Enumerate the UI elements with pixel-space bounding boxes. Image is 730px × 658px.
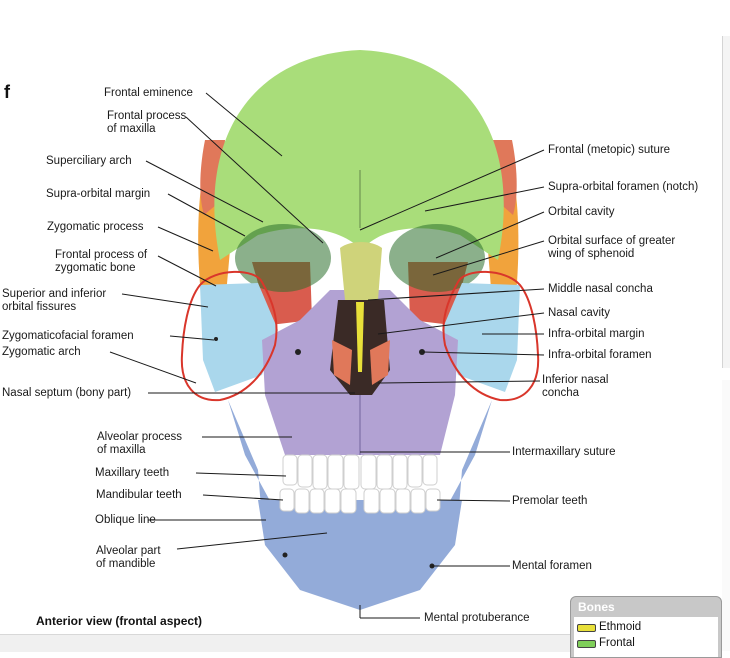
orbit-left bbox=[235, 224, 331, 292]
label-superciliary-arch: Superciliary arch bbox=[46, 155, 132, 167]
label-zygomatic-arch: Zygomatic arch bbox=[2, 346, 81, 358]
label-supra-orbital-margin: Supra-orbital margin bbox=[46, 188, 151, 200]
zygomaticofacial-foramen-dot bbox=[214, 337, 218, 341]
legend-item-frontal: Frontal bbox=[577, 637, 635, 649]
mandibular-teeth bbox=[279, 488, 441, 514]
frontal-bone bbox=[214, 50, 504, 260]
label-frontal-process-zygomatic: Frontal process of zygomatic bone bbox=[55, 249, 148, 274]
inferior-concha-left bbox=[332, 340, 352, 385]
nasal-bone bbox=[340, 242, 382, 300]
leader-lines bbox=[109, 92, 545, 619]
nasal-septum-ethmoid bbox=[356, 302, 364, 372]
legend-item-label: Frontal bbox=[599, 637, 635, 649]
ethmoid-swatch bbox=[577, 624, 596, 632]
label-orbital-surface-sphenoid: Orbital surface of greater wing of sphen… bbox=[548, 235, 676, 260]
side-panel bbox=[722, 36, 730, 368]
mandible-body bbox=[258, 500, 462, 610]
label-inferior-nasal-concha: Inferior nasal concha bbox=[542, 374, 609, 399]
label-alveolar-process-maxilla: Alveolar process of maxilla bbox=[97, 431, 183, 456]
label-middle-nasal-concha: Middle nasal concha bbox=[548, 283, 653, 295]
infra-orbital-foramen-right bbox=[419, 349, 425, 355]
infra-orbital-foramen-left bbox=[295, 349, 301, 355]
label-supra-orbital-foramen: Supra-orbital foramen (notch) bbox=[548, 181, 699, 193]
label-infra-orbital-foramen: Infra-orbital foramen bbox=[548, 349, 652, 361]
label-nasal-cavity: Nasal cavity bbox=[548, 307, 610, 319]
label-infra-orbital-margin: Infra-orbital margin bbox=[548, 328, 645, 340]
mental-foramen-left bbox=[282, 552, 288, 558]
label-zygomaticofacial-foramen: Zygomaticofacial foramen bbox=[2, 330, 134, 342]
side-panel-lower bbox=[722, 380, 730, 651]
bottom-scroll-region bbox=[0, 634, 570, 652]
legend-body: Ethmoid Frontal bbox=[574, 617, 718, 657]
label-orbital-cavity: Orbital cavity bbox=[548, 206, 615, 218]
highlight-left bbox=[180, 270, 278, 402]
label-nasal-septum: Nasal septum (bony part) bbox=[2, 387, 132, 399]
fragment-text: f bbox=[4, 82, 10, 102]
legend-item-ethmoid: Ethmoid bbox=[577, 621, 641, 633]
maxillary-teeth bbox=[282, 454, 438, 490]
label-mental-protuberance: Mental protuberance bbox=[424, 612, 530, 624]
label-frontal-suture: Frontal (metopic) suture bbox=[548, 144, 671, 156]
label-orbital-fissures: Superior and inferior orbital fissures bbox=[2, 288, 107, 313]
legend-title: Bones bbox=[578, 600, 615, 614]
label-oblique-line: Oblique line bbox=[95, 514, 156, 526]
label-frontal-eminence: Frontal eminence bbox=[104, 87, 193, 99]
zygomatic-left bbox=[200, 283, 278, 392]
legend-item-label: Ethmoid bbox=[599, 621, 642, 633]
label-alveolar-part-mandible: Alveolar part of mandible bbox=[96, 545, 161, 570]
zygomatic-right bbox=[442, 283, 520, 392]
label-mental-foramen: Mental foramen bbox=[512, 560, 592, 572]
label-maxillary-teeth: Maxillary teeth bbox=[95, 467, 170, 479]
label-frontal-process-maxilla: Frontal process of maxilla bbox=[107, 110, 187, 135]
label-zygomatic-process: Zygomatic process bbox=[47, 221, 144, 233]
figure-caption: Anterior view (frontal aspect) bbox=[36, 614, 203, 628]
frontal-swatch bbox=[577, 640, 596, 648]
label-premolar-teeth: Premolar teeth bbox=[512, 495, 588, 507]
label-intermaxillary-suture: Intermaxillary suture bbox=[512, 446, 616, 458]
label-mandibular-teeth: Mandibular teeth bbox=[96, 489, 182, 501]
inferior-concha-right bbox=[370, 340, 390, 385]
bones-legend: Bones Ethmoid Frontal bbox=[570, 596, 722, 658]
